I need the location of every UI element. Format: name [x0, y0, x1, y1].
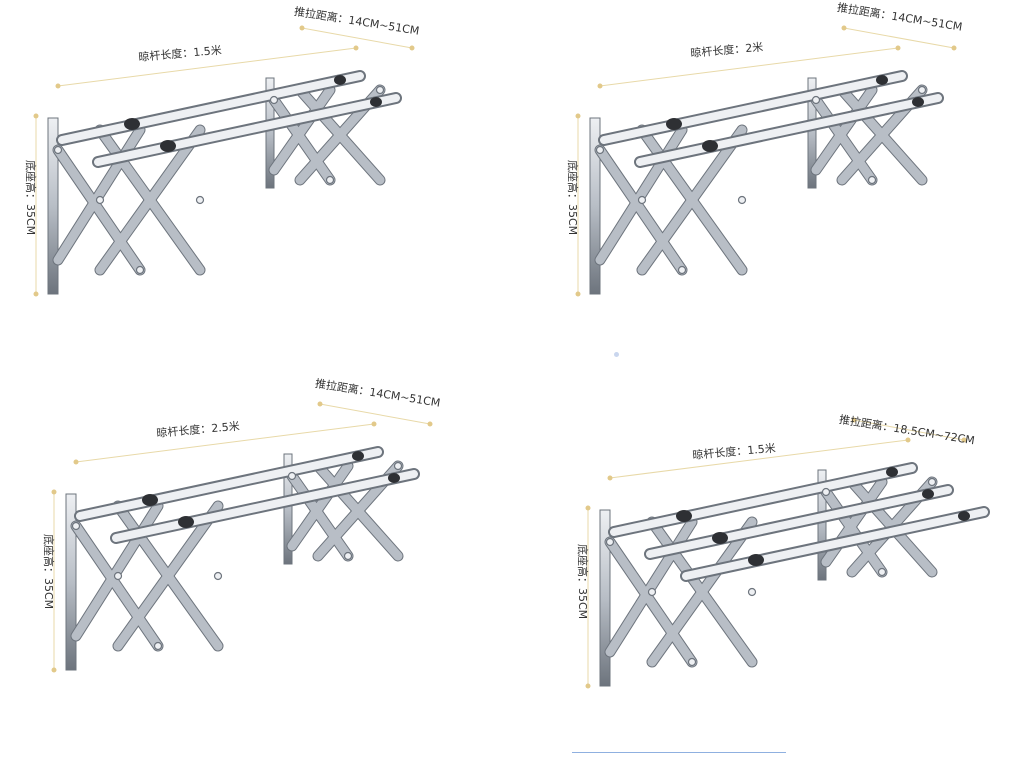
base-height-label: 底座高：35CM [576, 544, 589, 620]
stray-dot [614, 352, 619, 357]
product-panel-1: 推拉距离：14CM~51CM 晾杆长度：1.5米 底座高：35CM [0, 0, 512, 384]
rack-illustration-icon [33, 25, 415, 297]
base-height-label: 底座高：35CM [24, 160, 37, 236]
base-height-label: 底座高：35CM [42, 534, 55, 610]
product-panel-3: 推拉距离：14CM~51CM 晾杆长度：2.5米 底座高：35CM [0, 377, 512, 768]
base-height-label: 底座高：35CM [566, 160, 579, 236]
product-panel-4: 推拉距离：18.5CM~72CM 晾杆长度：1.5米 底座高：35CM [512, 384, 1024, 768]
rack-illustration-icon [575, 25, 957, 297]
divider-line [572, 752, 786, 753]
product-panel-2: 推拉距离：14CM~51CM 晾杆长度：2米 底座高：35CM [512, 0, 1024, 384]
rack-illustration-icon [585, 417, 990, 689]
rack-illustration-icon [51, 401, 433, 673]
